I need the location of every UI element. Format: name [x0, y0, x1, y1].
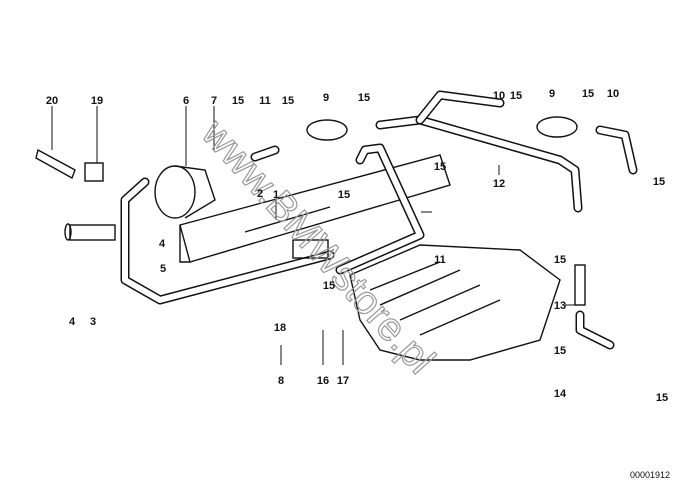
- callout-label: 15: [434, 161, 446, 173]
- callout-label: 13: [554, 300, 566, 312]
- boot-20: [35, 148, 76, 180]
- pressure-regulator: [154, 165, 216, 219]
- callout-label: 15: [232, 95, 244, 107]
- callout-label: 4: [159, 238, 166, 250]
- callout-label: 3: [90, 316, 96, 328]
- valve-16: [292, 239, 329, 259]
- hoses: [120, 90, 638, 350]
- callout-label: 10: [493, 90, 505, 102]
- callout-label: 10: [607, 88, 619, 100]
- callout-label: 11: [434, 254, 446, 266]
- connector-13: [574, 264, 586, 306]
- connector-19: [84, 162, 104, 182]
- callout-label: 11: [259, 95, 271, 107]
- callout-label: 2: [257, 188, 263, 200]
- callout-label: 9: [549, 88, 555, 100]
- callout-label: 17: [337, 375, 349, 387]
- callout-label: 15: [282, 95, 294, 107]
- callout-label: 6: [183, 95, 189, 107]
- damper-right: [536, 116, 578, 138]
- callout-label: 12: [493, 178, 505, 190]
- callout-label: 1: [273, 189, 279, 201]
- callout-label: 15: [323, 280, 335, 292]
- callout-label: 20: [46, 95, 58, 107]
- callout-label: 15: [554, 254, 566, 266]
- drawing-number: 00001912: [630, 470, 670, 480]
- callout-label: 15: [338, 189, 350, 201]
- callout-label: 14: [554, 388, 567, 400]
- callout-label: 15: [656, 392, 668, 404]
- callout-label: 5: [160, 263, 166, 275]
- damper-left: [306, 119, 348, 141]
- callout-label: 18: [274, 322, 286, 334]
- callout-label: 15: [358, 92, 370, 104]
- callout-label: 16: [317, 375, 329, 387]
- callout-label: 7: [211, 95, 217, 107]
- callout-label: 19: [91, 95, 103, 107]
- fuel-rail: [179, 154, 451, 263]
- callout-label: 8: [278, 375, 284, 387]
- callout-label: 4: [69, 316, 76, 328]
- callout-label: 9: [323, 92, 329, 104]
- leader-lines: [51, 106, 575, 365]
- injector: [64, 223, 116, 241]
- callout-label: 15: [653, 176, 665, 188]
- callout-label: 15: [554, 345, 566, 357]
- engine-block: [349, 244, 561, 361]
- callout-label: 15: [510, 90, 522, 102]
- watermark: www.BMWstore.pl: [193, 111, 444, 382]
- callout-label: 15: [582, 88, 594, 100]
